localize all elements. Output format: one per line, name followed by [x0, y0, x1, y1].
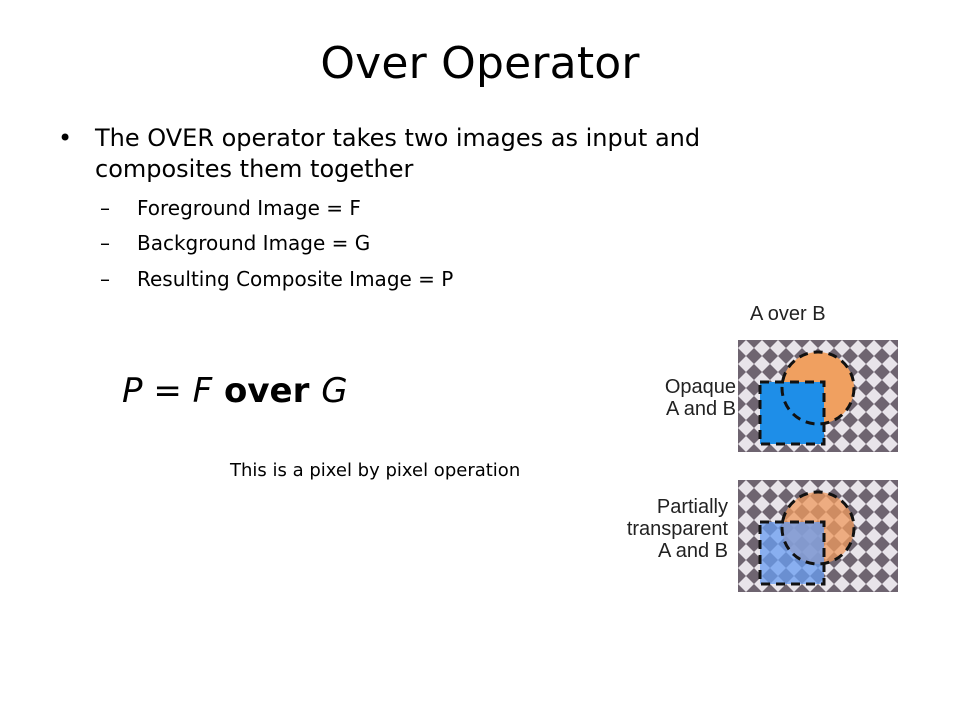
- row1-label: Opaque A and B: [620, 376, 736, 420]
- sub-item-foreground: – Foreground Image = F: [100, 194, 361, 222]
- row2-label-line: transparent: [626, 518, 728, 540]
- sub-item-label: Resulting Composite Image = P: [137, 267, 454, 291]
- sub-item-background: – Background Image = G: [100, 229, 370, 257]
- sub-item-label: Background Image = G: [137, 231, 371, 255]
- pixel-operation-note: This is a pixel by pixel operation: [230, 460, 521, 481]
- formula-equals: =: [142, 371, 193, 411]
- opaque-composite-image: [738, 340, 898, 452]
- row1-label-line: Opaque: [664, 376, 736, 398]
- formula-operator: over: [212, 371, 322, 411]
- square-outline: [758, 520, 826, 586]
- square-b: [760, 522, 824, 584]
- square-b: [760, 382, 824, 444]
- row2-label-line: Partially: [656, 496, 728, 518]
- figure-heading: A over B: [750, 303, 826, 325]
- transparent-composite-image: [738, 480, 898, 592]
- bullet-text: The OVER operator takes two images as in…: [95, 124, 701, 183]
- over-compositing-figure: A over B Opaque A and B Partially transp…: [600, 296, 920, 596]
- square-outline: [758, 380, 826, 446]
- circle-outline: [780, 490, 856, 566]
- over-formula: P = F over G: [122, 368, 348, 414]
- sub-item-composite: – Resulting Composite Image = P: [100, 265, 453, 293]
- slide-title: Over Operator: [320, 38, 640, 89]
- formula-f: F: [192, 371, 213, 411]
- formula-p: P: [122, 371, 143, 411]
- dash-icon: –: [100, 267, 110, 291]
- dash-icon: –: [100, 231, 110, 255]
- circle-outline: [780, 350, 856, 426]
- row2-label: Partially transparent A and B: [600, 496, 728, 562]
- formula-g: G: [321, 371, 348, 411]
- row1-label-line: A and B: [665, 398, 736, 420]
- bullet-dot-icon: •: [58, 124, 73, 152]
- row2-label-line: A and B: [657, 540, 728, 562]
- dash-icon: –: [100, 196, 110, 220]
- sub-item-label: Foreground Image = F: [137, 196, 361, 220]
